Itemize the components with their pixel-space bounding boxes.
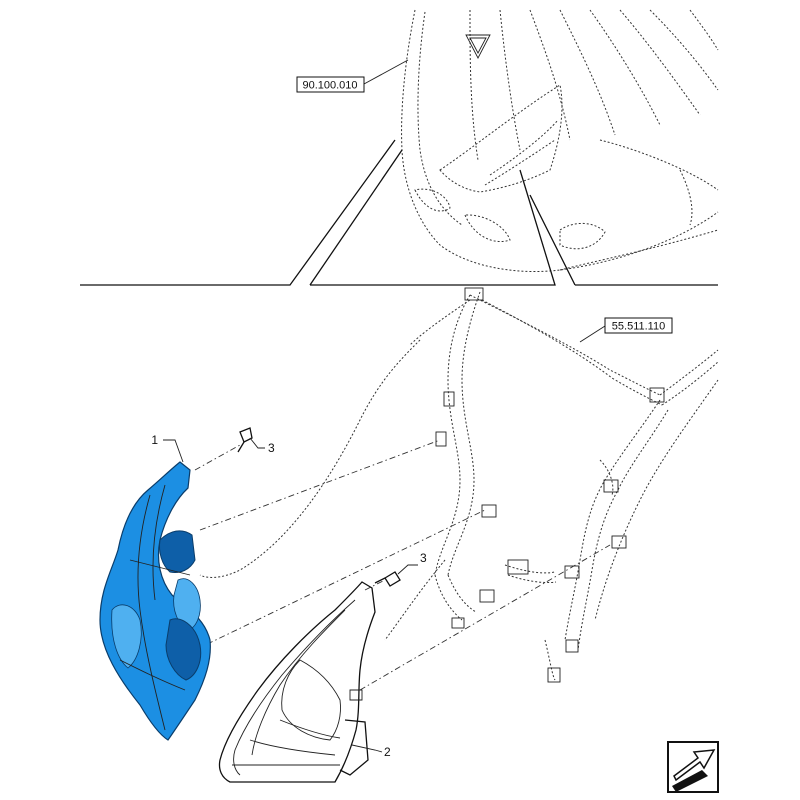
alignment-lines <box>194 439 611 691</box>
callout-1: 1 <box>151 433 158 447</box>
reference-label-harness: 55.511.110 <box>612 321 665 333</box>
headlight-left-highlighted[interactable] <box>99 439 211 741</box>
callout-3-top: 3 <box>268 441 275 455</box>
reference-box-55-511-110[interactable]: 55.511.110 <box>604 317 673 334</box>
bolt-middle[interactable] <box>374 564 418 587</box>
wiring-harness <box>199 287 719 683</box>
reference-label-top: 90.100.010 <box>302 80 357 92</box>
hood-detail <box>80 9 719 286</box>
reference-box-90-100-010[interactable]: 90.100.010 <box>296 76 365 93</box>
page-arrow-icon[interactable] <box>667 741 719 793</box>
headlight-right-outline[interactable] <box>218 581 383 783</box>
callout-3-middle: 3 <box>420 551 427 565</box>
bolt-top[interactable] <box>237 427 265 453</box>
callout-2: 2 <box>384 745 391 759</box>
